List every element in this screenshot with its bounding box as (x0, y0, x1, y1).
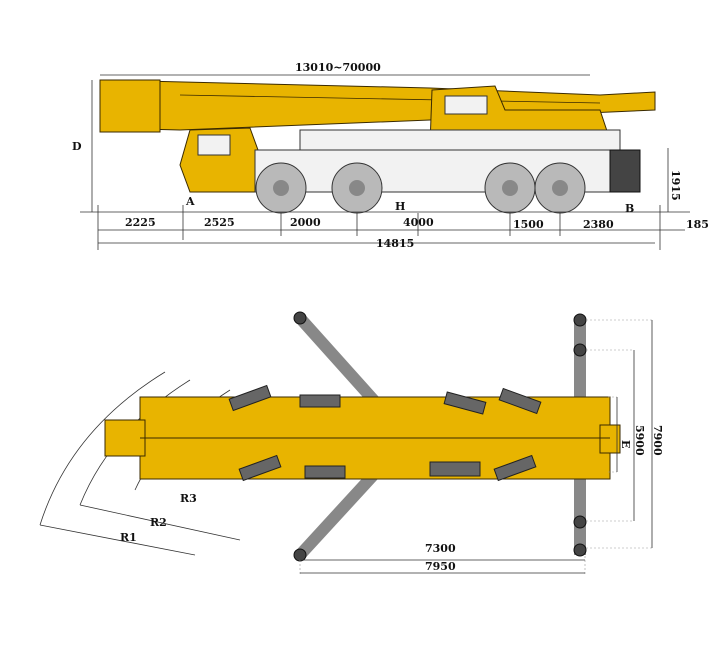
approach-angle-label: A (185, 195, 195, 208)
dim-4000: 4000 (403, 216, 434, 229)
dim-2000: 2000 (290, 216, 321, 229)
boom-head-top (104, 419, 146, 457)
side-view: 13010~70000 D 1915 A H B 2225 2525 2000 … (72, 61, 709, 250)
ground-clearance-label: H (395, 200, 405, 213)
operator-cab-window (444, 95, 488, 115)
outrigger-e-label: E (619, 440, 632, 448)
length-7300-label: 7300 (425, 542, 456, 555)
rear-outrigger-box (609, 149, 641, 193)
boom-head (99, 79, 161, 133)
radius-r2-label: R2 (150, 516, 167, 529)
front-outrigger-left (295, 313, 383, 410)
dim-185: 185 (686, 218, 709, 231)
boom-section-line (179, 94, 601, 104)
dim-2380: 2380 (583, 218, 614, 231)
deck (299, 129, 621, 151)
boom-length-label: 13010~70000 (295, 61, 381, 74)
height-d-label: D (72, 140, 82, 153)
dim-1500: 1500 (513, 218, 544, 231)
counterweight-top (599, 424, 621, 454)
radius-r1-label: R1 (120, 531, 137, 544)
height-1915-label: 1915 (669, 170, 682, 201)
top-view: E 5900 7900 7300 7950 R1 R2 R3 (39, 311, 664, 575)
front-outrigger-right (295, 465, 383, 560)
dim-2225: 2225 (125, 216, 156, 229)
width-7900-label: 7900 (651, 425, 664, 456)
length-7950-label: 7950 (425, 560, 456, 573)
overall-length-label: 14815 (376, 237, 414, 250)
wheels (255, 162, 586, 214)
departure-angle-label: B (625, 202, 634, 215)
radius-r3-label: R3 (180, 492, 197, 505)
radius-r1-arc (39, 371, 166, 526)
width-5900-label: 5900 (633, 425, 646, 456)
carrier-cab-window (197, 134, 231, 156)
dim-2525: 2525 (204, 216, 235, 229)
